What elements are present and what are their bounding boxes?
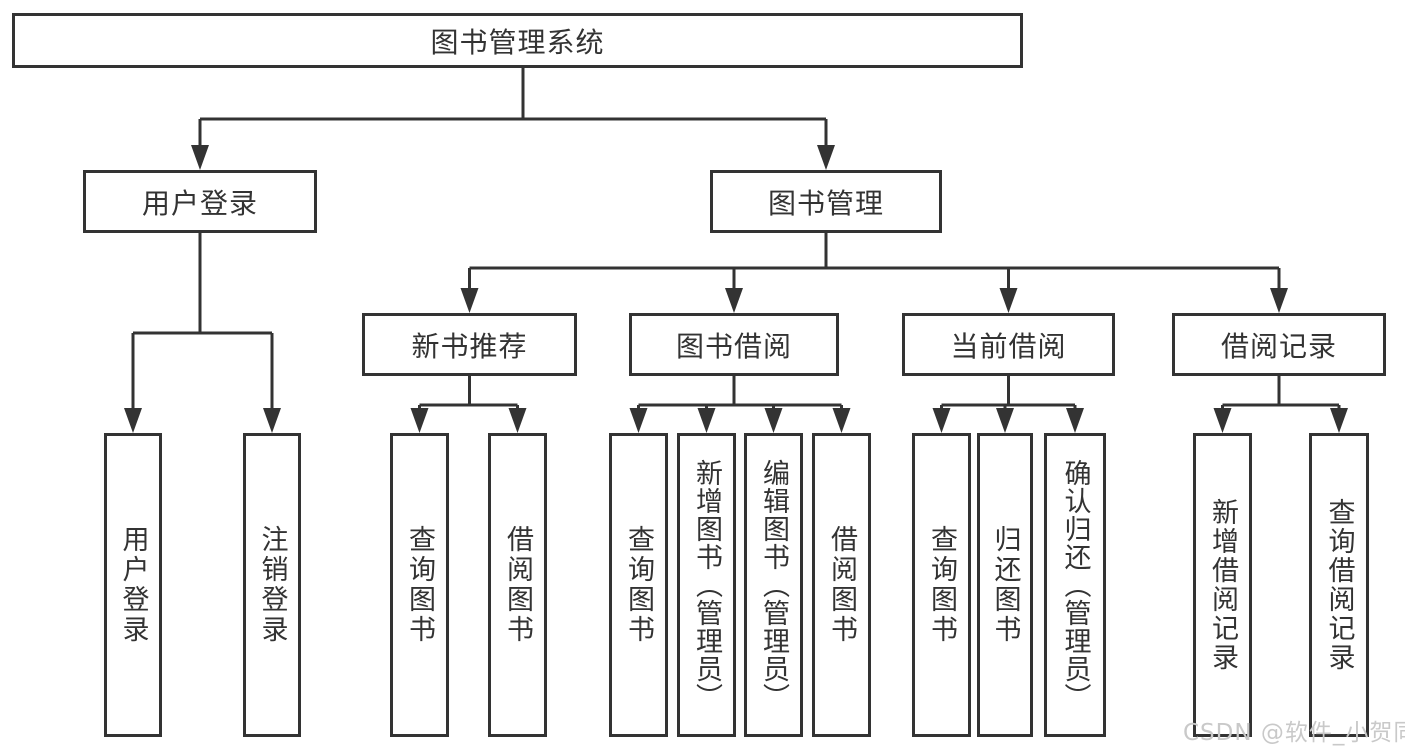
node-root: 图书管理系统 <box>12 13 1023 68</box>
leaf-logout: 注销登录 <box>243 433 301 737</box>
leaf-records-add-record: 新增借阅记录 <box>1193 433 1252 737</box>
csdn-watermark: CSDN @软件_小贺同学 <box>1183 720 1405 746</box>
leaf-current-return-books: 归还图书 <box>977 433 1033 737</box>
node-borrow-records: 借阅记录 <box>1172 313 1386 376</box>
leaf-newbook-query-books: 查询图书 <box>390 433 449 737</box>
node-book-management: 图书管理 <box>710 170 942 233</box>
user-login-branch <box>131 233 274 411</box>
leaf-newbook-borrow-books: 借阅图书 <box>488 433 547 737</box>
connector-strokes <box>131 68 1341 411</box>
borrow-records-branch <box>1221 376 1341 411</box>
leaf-borrow-borrow-books: 借阅图书 <box>812 433 871 737</box>
new-book-branch <box>418 376 519 411</box>
leaf-current-query-books: 查询图书 <box>912 433 971 737</box>
book-borrow-branch <box>637 376 843 411</box>
leaf-borrow-add-books-admin: 新增图书（管理员） <box>677 433 736 737</box>
arrowheads <box>124 145 1348 433</box>
leaf-borrow-query-books: 查询图书 <box>609 433 668 737</box>
root-stem <box>198 68 828 148</box>
leaf-records-query-record: 查询借阅记录 <box>1309 433 1369 737</box>
leaf-borrow-edit-books-admin: 编辑图书（管理员） <box>744 433 803 737</box>
node-book-borrow: 图书借阅 <box>629 313 839 376</box>
node-new-book-recommend: 新书推荐 <box>362 313 577 376</box>
node-user-login: 用户登录 <box>83 170 317 233</box>
current-borrow-branch <box>940 376 1077 411</box>
leaf-user-login: 用户登录 <box>104 433 162 737</box>
book-management-branch <box>468 233 1281 291</box>
leaf-current-confirm-return-admin: 确认归还（管理员） <box>1044 433 1106 737</box>
node-current-borrow: 当前借阅 <box>902 313 1115 376</box>
